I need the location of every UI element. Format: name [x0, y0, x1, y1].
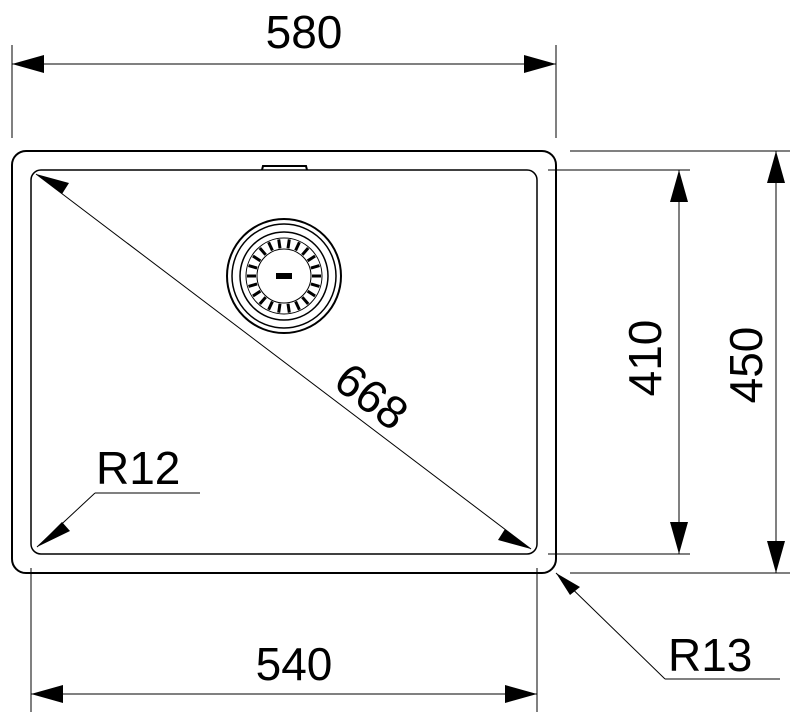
- dimension-outer-radius: R13: [555, 572, 780, 681]
- sink-outer-rim: [11, 150, 557, 574]
- overflow-slot: [261, 165, 308, 171]
- overall-width-label: 580: [266, 6, 343, 58]
- dimension-inner-height: 410: [548, 169, 690, 555]
- strainer-slot: [301, 296, 310, 305]
- strainer-slot: [301, 247, 310, 256]
- drain-strainer-icon: [226, 218, 342, 334]
- strainer-slot: [252, 254, 262, 263]
- dimension-inner-width: 540: [30, 568, 538, 712]
- strainer-slot: [294, 241, 301, 252]
- dimension-overall-width: 580: [11, 6, 557, 138]
- strainer-slot: [310, 264, 320, 270]
- strainer-slot: [306, 289, 316, 298]
- strainer-slot: [267, 300, 274, 311]
- strainer-slot: [277, 303, 282, 313]
- strainer-slot: [294, 300, 301, 311]
- inner-width-label: 540: [256, 638, 333, 690]
- strainer-slot: [306, 254, 316, 263]
- strainer-slot: [258, 296, 267, 305]
- dimension-inner-radius: R12: [36, 442, 200, 548]
- strainer-slot: [248, 264, 258, 270]
- outer-radius-label: R13: [668, 629, 752, 681]
- strainer-slot: [252, 289, 262, 298]
- strainer-slot: [310, 282, 320, 288]
- overall-height-label: 450: [720, 327, 772, 404]
- dimension-overall-height: 450: [570, 150, 790, 574]
- inner-height-label: 410: [619, 320, 671, 397]
- diagonal-label: 668: [325, 352, 418, 440]
- sink-inner-bowl: [30, 169, 538, 555]
- strainer-slot: [286, 239, 291, 249]
- strainer-slot: [248, 282, 258, 288]
- strainer-slot: [267, 241, 274, 252]
- strainer-slot: [286, 303, 291, 313]
- strainer-slot: [277, 239, 282, 249]
- inner-radius-label: R12: [96, 442, 180, 494]
- strainer-slot: [258, 247, 267, 256]
